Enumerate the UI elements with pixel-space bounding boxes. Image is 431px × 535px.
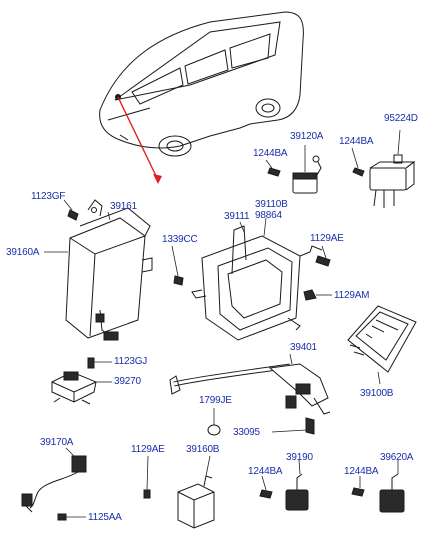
label-39120a: 39120A (290, 131, 324, 142)
label-1244ba-d: 1244BA (344, 466, 379, 477)
van-illustration (99, 11, 304, 157)
label-39190: 39190 (286, 452, 313, 463)
label-39160b: 39160B (186, 444, 220, 455)
location-pointer-arrow (117, 96, 162, 184)
label-39100b: 39100B (360, 388, 394, 399)
ecu-39100b (347, 305, 417, 385)
label-1125aa: 1125AA (88, 512, 122, 523)
screw-1244ba-d (351, 476, 365, 497)
relay-95224d (369, 129, 416, 208)
label-1129am: 1129AM (334, 290, 370, 301)
bolt-1123gj (87, 357, 112, 369)
bolt-1125aa (57, 513, 86, 521)
screw-1244ba-a (265, 159, 281, 177)
label-39170a: 39170A (40, 437, 74, 448)
nut-1339cc (171, 245, 184, 286)
bolt-33095 (271, 417, 315, 435)
harness-39401 (169, 353, 331, 415)
label-1339cc: 1339CC (162, 234, 198, 245)
label-39620a: 39620A (380, 452, 414, 463)
label-1123gf: 1123GF (31, 191, 66, 202)
screw-1244ba-b (351, 147, 365, 177)
sensor-39270 (51, 371, 112, 405)
bolt-1129am (303, 289, 332, 301)
relay-39160b (177, 455, 215, 529)
bolt-1129ae-b (143, 455, 151, 499)
relay-39190 (285, 459, 309, 511)
label-39401: 39401 (290, 342, 317, 353)
label-39161: 39161 (110, 201, 137, 212)
screw-1244ba-c (259, 475, 273, 499)
bolt-1129ae-a (315, 245, 331, 267)
label-39110b: 39110B (255, 199, 288, 210)
label-39270: 39270 (114, 376, 141, 387)
label-1244ba-c: 1244BA (248, 466, 283, 477)
label-1244ba-a: 1244BA (339, 136, 374, 147)
label-1244ba-b: 1244BA (253, 148, 288, 159)
ecu-bracket-39111 (191, 217, 323, 341)
bolt-1123gf (63, 199, 79, 221)
label-39111: 39111 (224, 211, 250, 222)
clip-1799je (207, 408, 221, 436)
relay-39620a (379, 460, 405, 513)
label-98864: 98864 (255, 210, 282, 221)
label-39160a: 39160A (6, 247, 40, 258)
relay-39120a (292, 145, 322, 194)
label-1129ae-b: 1129AE (131, 444, 165, 455)
label-1799je: 1799JE (199, 395, 232, 406)
label-33095: 33095 (233, 427, 260, 438)
label-95224d: 95224D (384, 113, 418, 124)
label-1123gj: 1123GJ (114, 356, 148, 367)
sensor-39170a (21, 447, 87, 513)
control-module-39160a (44, 199, 153, 341)
label-1129ae-a: 1129AE (310, 233, 344, 244)
